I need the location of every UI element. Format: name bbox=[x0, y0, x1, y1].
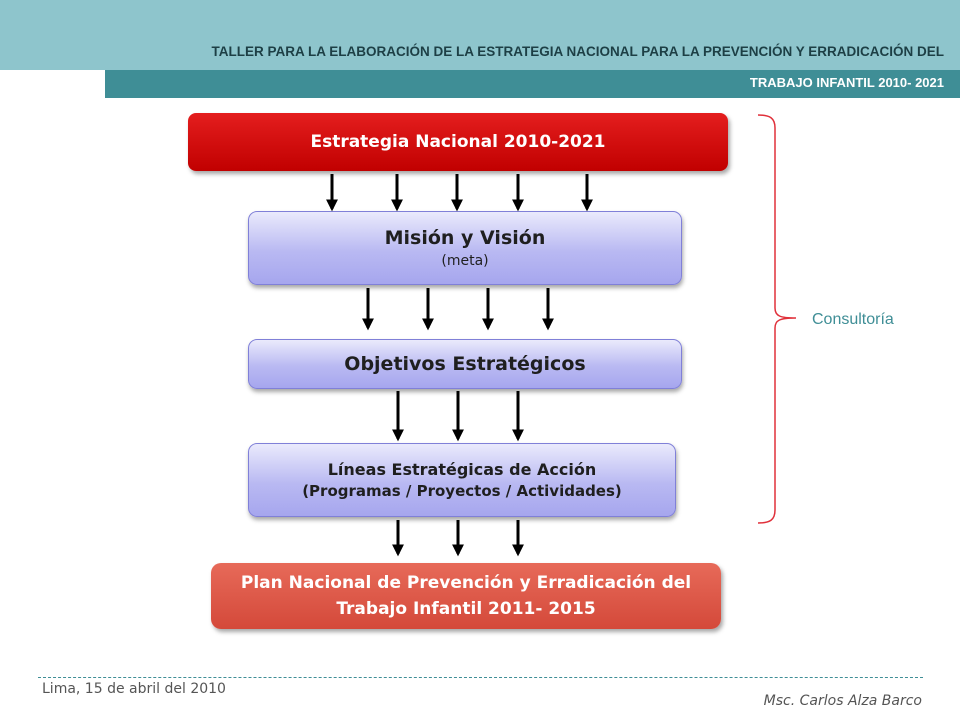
objetivos-box: Objetivos Estratégicos bbox=[248, 339, 682, 389]
plan-nacional-line1: Plan Nacional de Prevención y Erradicaci… bbox=[240, 573, 692, 593]
footer-date: Lima, 15 de abril del 2010 bbox=[42, 681, 226, 697]
header-title-line1: TALLER PARA LA ELABORACIÓN DE LA ESTRATE… bbox=[211, 44, 944, 59]
plan-nacional-line2: Trabajo Infantil 2011- 2015 bbox=[336, 599, 596, 619]
consultoria-label: Consultoría bbox=[812, 311, 894, 328]
mision-vision-title: Misión y Visión bbox=[384, 227, 546, 249]
estrategia-nacional-box: Estrategia Nacional 2010-2021 bbox=[188, 113, 728, 171]
objetivos-label: Objetivos Estratégicos bbox=[344, 353, 586, 375]
lineas-title: Líneas Estratégicas de Acción bbox=[327, 460, 597, 479]
header-subband bbox=[105, 70, 960, 98]
mision-vision-box: Misión y Visión (meta) bbox=[248, 211, 682, 285]
arrows-group-2 bbox=[362, 288, 554, 331]
header-title-line2: TRABAJO INFANTIL 2010- 2021 bbox=[749, 75, 944, 90]
mision-vision-subtitle: (meta) bbox=[441, 253, 489, 269]
consultoria-bracket bbox=[757, 114, 797, 524]
header-band bbox=[0, 0, 960, 70]
arrows-group-4 bbox=[392, 520, 524, 557]
plan-nacional-box: Plan Nacional de Prevención y Erradicaci… bbox=[211, 563, 721, 629]
arrows-group-3 bbox=[392, 391, 524, 442]
arrows-group-1 bbox=[326, 174, 593, 212]
footer-divider bbox=[38, 677, 923, 678]
lineas-subtitle: (Programas / Proyectos / Actividades) bbox=[302, 482, 622, 500]
lineas-box: Líneas Estratégicas de Acción (Programas… bbox=[248, 443, 676, 517]
estrategia-nacional-label: Estrategia Nacional 2010-2021 bbox=[310, 132, 606, 152]
footer-author: Msc. Carlos Alza Barco bbox=[763, 693, 922, 709]
